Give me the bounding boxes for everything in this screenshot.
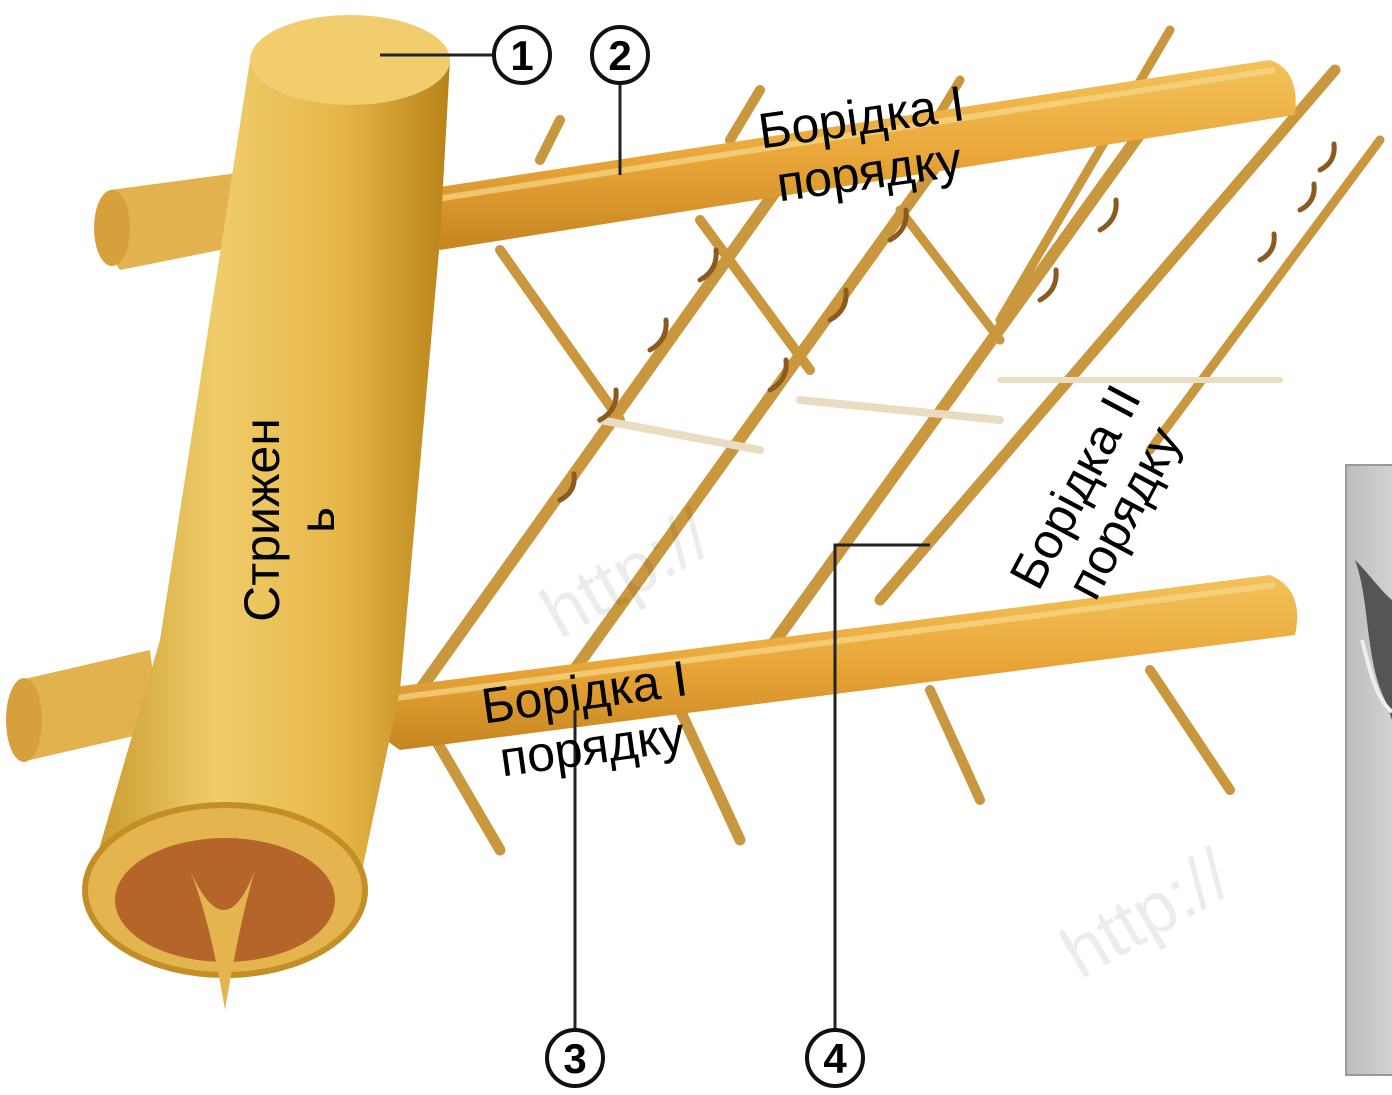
side-image-panel — [1346, 465, 1392, 1075]
callout-3: 3 — [547, 1030, 603, 1086]
svg-text:http://: http:// — [1048, 835, 1244, 994]
svg-text:3: 3 — [563, 1035, 586, 1082]
rachis-shaft — [6, 15, 450, 1010]
svg-text:http://: http:// — [528, 495, 724, 654]
svg-text:1: 1 — [510, 32, 533, 79]
label-rachis-line1: Стрижен — [235, 418, 290, 622]
callout-1: 1 — [494, 27, 550, 83]
callout-4: 4 — [807, 1030, 863, 1086]
callout-2: 2 — [592, 27, 648, 83]
svg-text:2: 2 — [608, 32, 631, 79]
label-rachis: Стрижен ь — [235, 418, 345, 622]
svg-text:4: 4 — [823, 1035, 847, 1082]
label-rachis-line2: ь — [290, 418, 345, 622]
